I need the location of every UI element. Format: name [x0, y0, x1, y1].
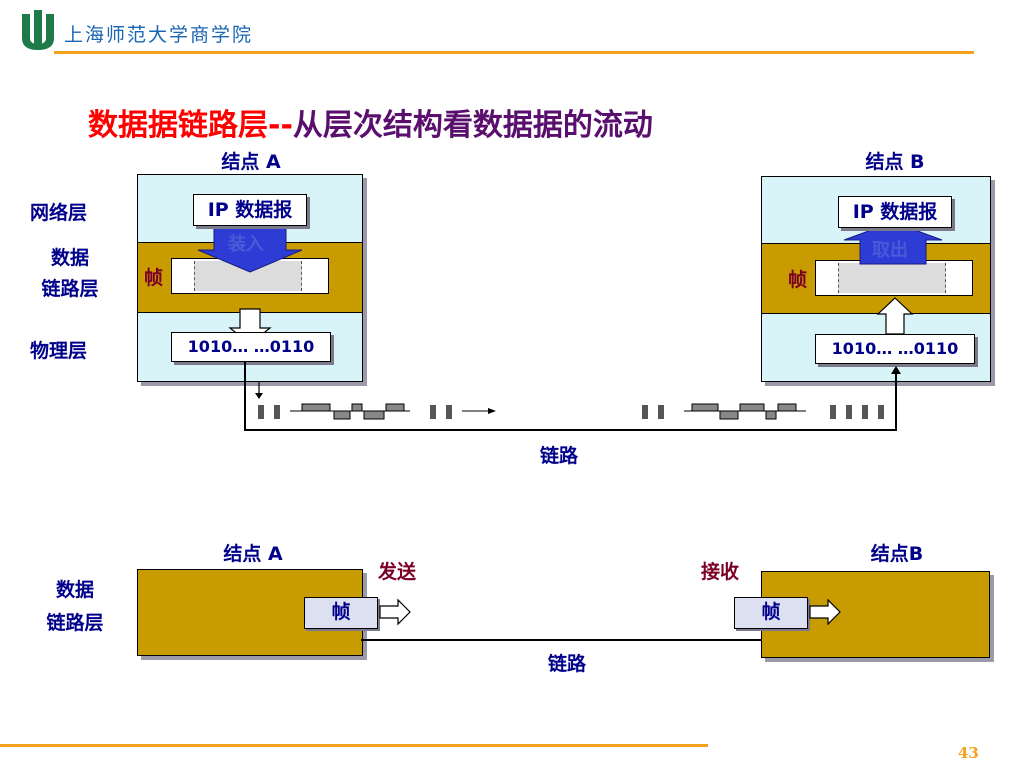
top-node-b-ip-datagram: IP 数据报: [838, 196, 952, 228]
send-arrow-icon: [379, 598, 411, 626]
bottom-datalink-label-2: 链路层: [46, 612, 104, 634]
receive-label: 接收: [701, 561, 740, 583]
top-node-a-bits: 1010… …0110: [171, 332, 331, 362]
bottom-link-label: 链路: [548, 653, 587, 675]
bottom-datalink-label-1: 数据: [55, 579, 94, 601]
waveform-b: [691, 403, 797, 420]
top-node-b-label: 结点 B: [865, 151, 925, 173]
top-link-line: [244, 362, 897, 431]
bit-markers: [258, 405, 884, 419]
logo-icon: [16, 8, 60, 52]
top-node-b-frame-label: 帧: [788, 269, 808, 291]
top-node-b-bits: 1010… …0110: [815, 334, 975, 364]
layer-network-label: 网络层: [30, 202, 88, 224]
layer-datalink-label-2: 链路层: [41, 278, 99, 300]
layer-physical-label: 物理层: [30, 340, 88, 362]
top-link-label: 链路: [540, 445, 579, 467]
title-part1: 数据据: [88, 108, 178, 143]
title-part3: 从层次结构看数据据的流动: [292, 108, 653, 143]
top-node-a-label: 结点 A: [221, 151, 281, 173]
top-node-b-frame: [815, 260, 973, 296]
top-node-a-frame-label: 帧: [144, 267, 164, 289]
title-part2: 链路层--: [178, 108, 293, 143]
extract-label: 取出: [872, 240, 908, 261]
bottom-node-b-label: 结点B: [870, 543, 924, 565]
page-number: 43: [958, 744, 979, 762]
header-divider: [54, 51, 974, 54]
institution-name: 上海师范大学商学院: [64, 24, 254, 46]
bottom-node-a-frame: 帧: [304, 597, 378, 629]
bottom-node-b-frame: 帧: [734, 597, 808, 629]
extract-arrow-icon: [843, 221, 943, 265]
footer-divider: [0, 744, 708, 747]
receive-arrow-icon: [809, 598, 841, 626]
encapsulate-arrow-icon: [197, 224, 303, 273]
page-title: 数据据链路层--从层次结构看数据据的流动: [88, 100, 653, 144]
layer-datalink-label-1: 数据: [50, 247, 89, 269]
encapsulate-label: 装入: [228, 234, 264, 255]
send-label: 发送: [378, 561, 417, 583]
top-node-a-ip-datagram: IP 数据报: [193, 194, 307, 226]
bottom-node-a-label: 结点 A: [223, 543, 283, 565]
